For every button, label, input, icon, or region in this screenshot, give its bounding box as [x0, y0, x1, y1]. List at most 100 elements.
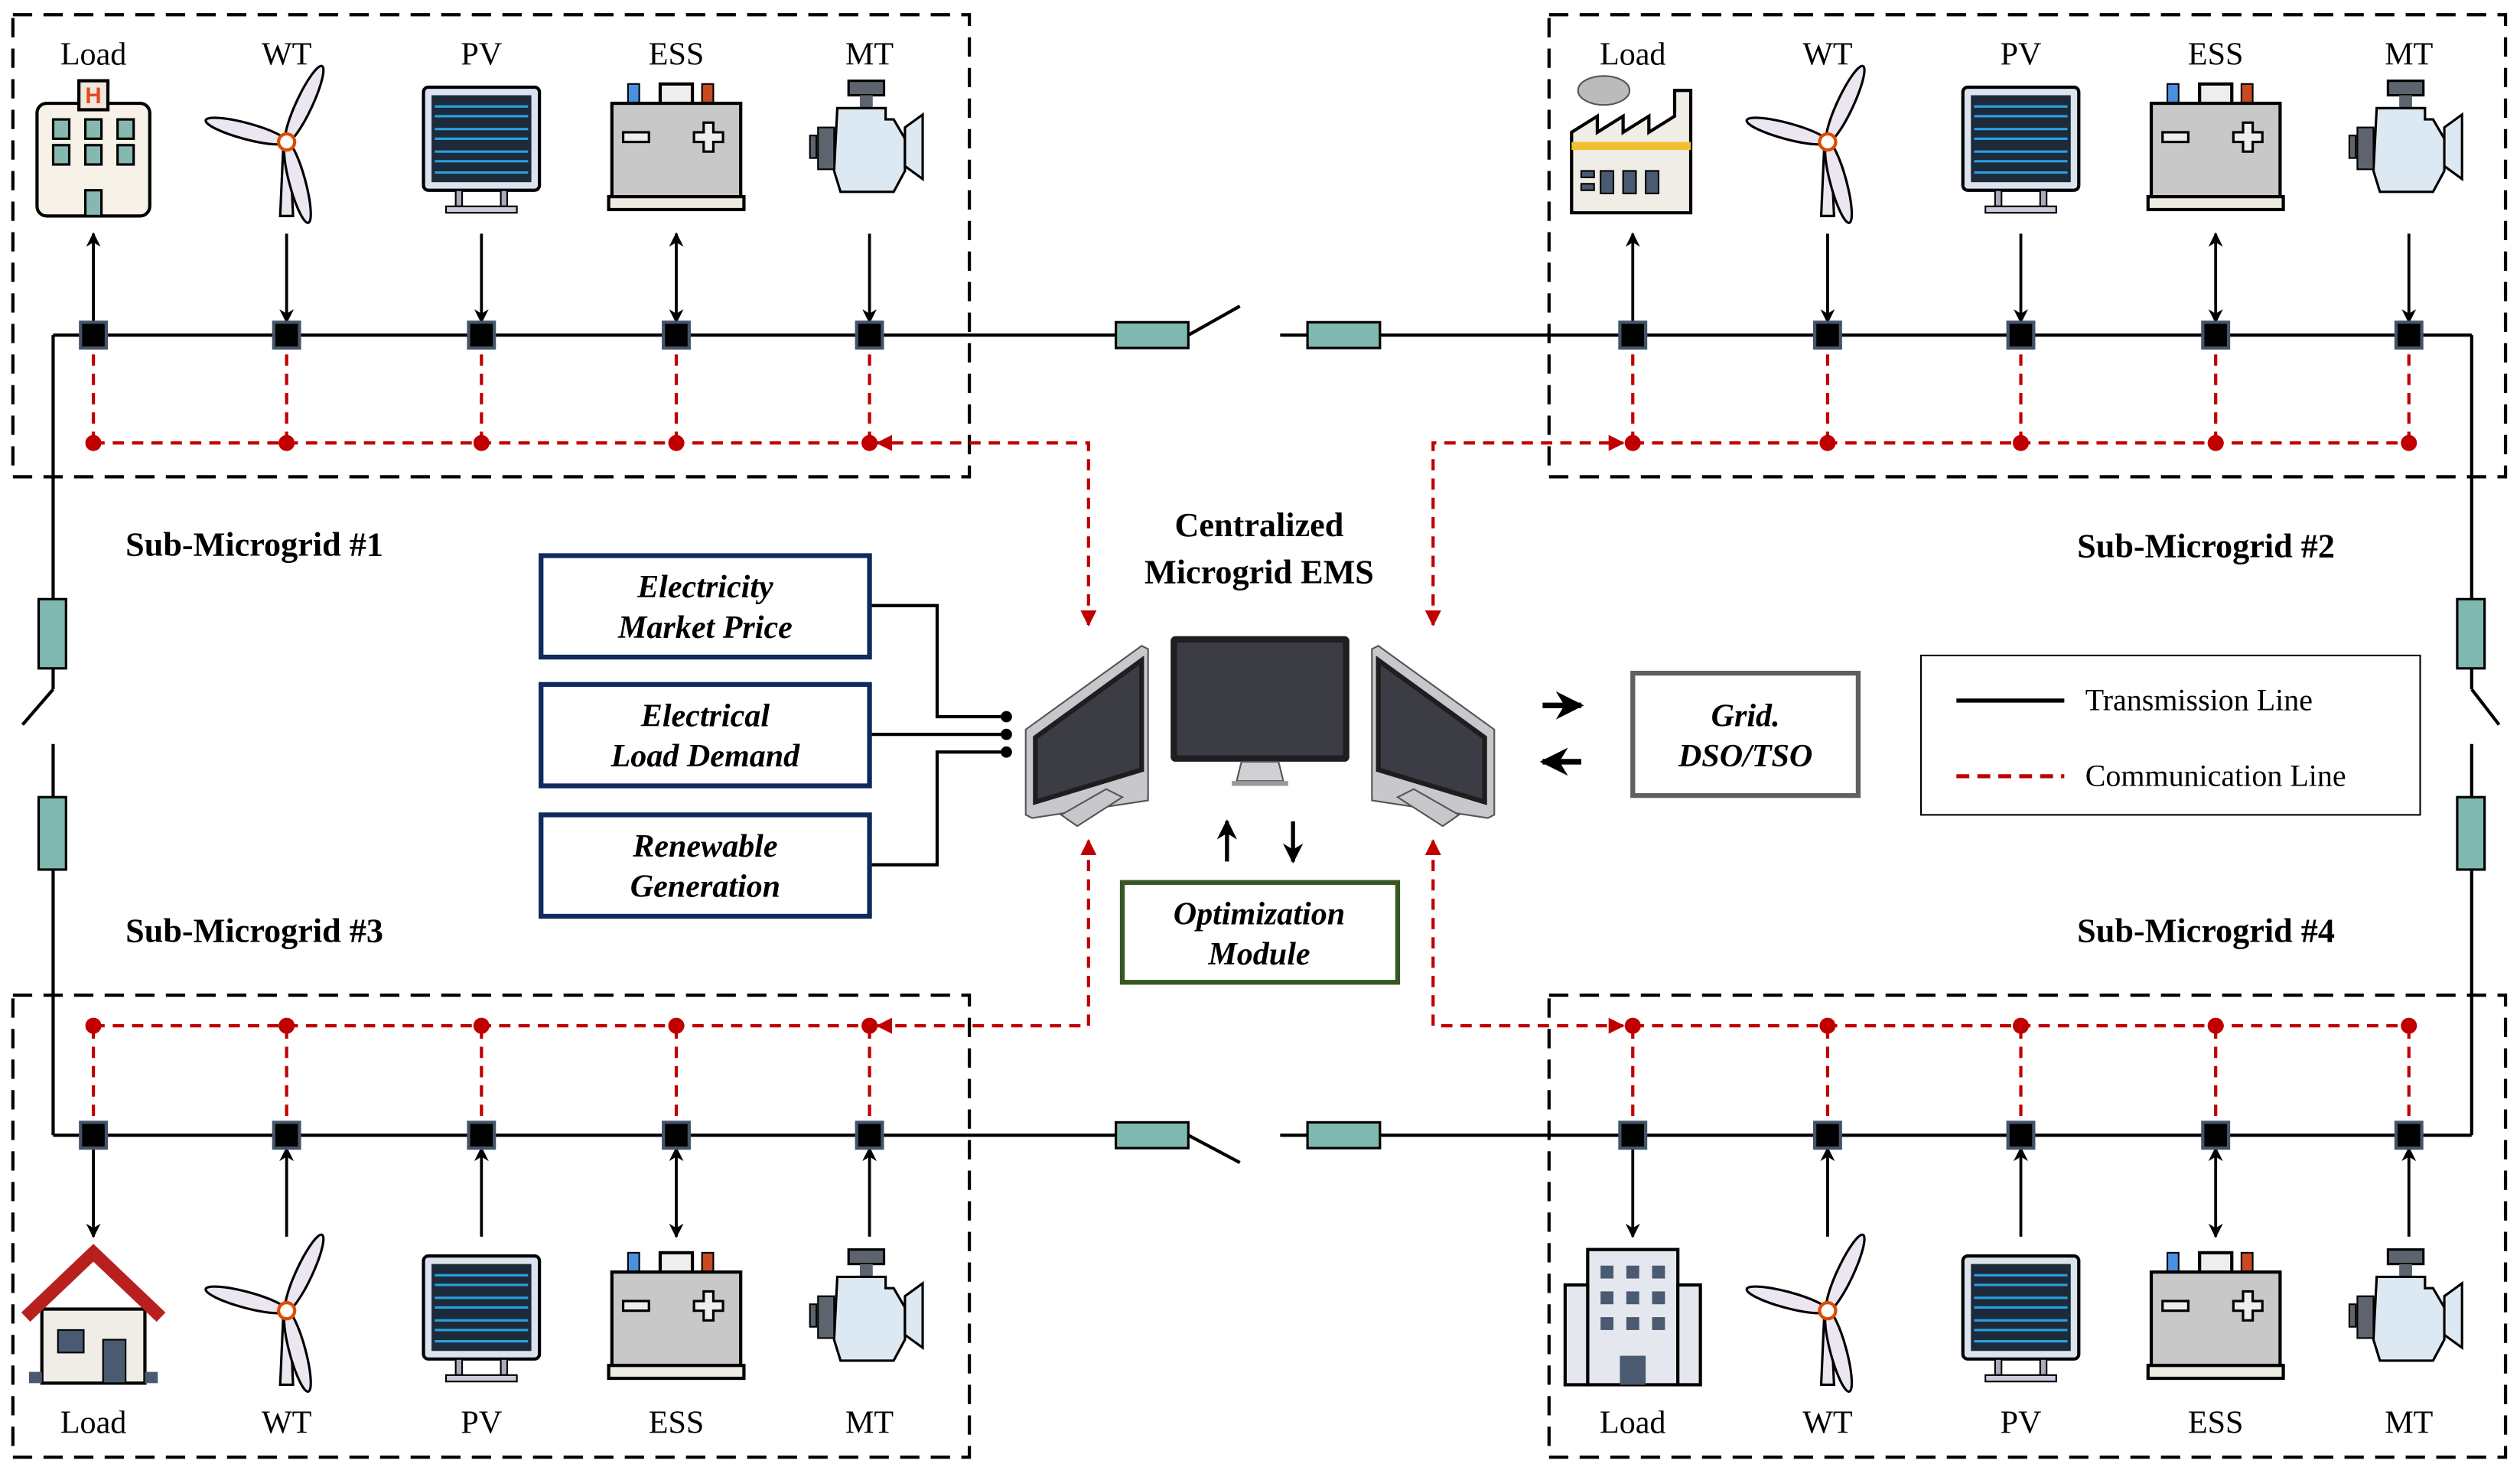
column-label-wt: WT — [1802, 1405, 1852, 1441]
optimization-label: Optimization — [1174, 896, 1345, 932]
bus-node — [1812, 1121, 1842, 1150]
bus-node — [272, 1121, 301, 1150]
office-building-icon — [1565, 1250, 1701, 1385]
grid-label: DSO/TSO — [1678, 738, 1812, 774]
communication-node — [2207, 434, 2224, 451]
communication-node — [668, 1017, 685, 1034]
column-label-load: Load — [60, 1405, 126, 1441]
breakers — [37, 320, 2486, 1150]
wind-turbine-icon — [1744, 1231, 1870, 1394]
bus-node — [1618, 320, 1648, 350]
subgrid-4-title: Sub-Microgrid #4 — [2077, 912, 2335, 950]
battery-storage-icon — [609, 1253, 744, 1378]
communication-node — [1819, 1017, 1836, 1034]
ems-title-line2: Microgrid EMS — [1144, 553, 1374, 590]
input-renewable-generation: Renewable Generation — [539, 812, 872, 919]
factory-icon — [1571, 76, 1691, 213]
monitor-right-icon — [1372, 646, 1494, 826]
bus-node — [855, 1121, 884, 1150]
sub-microgrid-boundary — [11, 994, 972, 1459]
bus-node — [662, 1121, 691, 1150]
communication-node — [278, 1017, 295, 1034]
breaker-icon — [1115, 1121, 1190, 1150]
microturbine-icon — [2348, 1248, 2463, 1362]
column-label-mt: MT — [845, 1405, 894, 1441]
input-label: Load Demand — [610, 738, 801, 774]
sub-microgrid-boundary — [1547, 13, 2508, 479]
optimization-module-box: Optimization Module — [1119, 880, 1401, 985]
sub-microgrid-boundary — [11, 13, 972, 479]
connector-dot — [1001, 711, 1012, 723]
breaker-icon — [37, 795, 67, 871]
column-label-wt: WT — [262, 1405, 311, 1441]
column-label-ess: ESS — [2188, 37, 2244, 73]
subgrid-1-title: Sub-Microgrid #1 — [125, 526, 383, 564]
column-label-mt: MT — [2385, 1405, 2433, 1441]
input-label: Generation — [630, 869, 780, 905]
input-electricity-market-price: Electricity Market Price — [539, 553, 872, 660]
communication-node — [668, 434, 685, 451]
column-label-ess: ESS — [649, 37, 705, 73]
legend-communication-label: Communication Line — [2085, 758, 2346, 792]
column-label-pv: PV — [461, 37, 502, 73]
column-label-mt: MT — [2385, 37, 2433, 73]
bus-node — [467, 1121, 497, 1150]
column-label-pv: PV — [461, 1405, 502, 1441]
input-label: Renewable — [632, 828, 777, 864]
breaker-icon — [37, 597, 67, 670]
column-label-load: Load — [1600, 1405, 1665, 1441]
subgrid-2-title: Sub-Microgrid #2 — [2077, 528, 2335, 565]
input-connectors — [869, 603, 1007, 867]
communication-node — [1819, 434, 1836, 451]
sub-microgrid-boundary — [1547, 994, 2508, 1459]
bus-node — [2006, 1121, 2036, 1150]
bus-node — [855, 320, 884, 350]
communication-node — [473, 1017, 490, 1034]
wind-turbine-icon — [203, 63, 329, 225]
breaker-icon — [2456, 795, 2486, 871]
input-label: Electrical — [640, 698, 770, 734]
breaker-icon — [1115, 320, 1190, 350]
communication-node — [278, 434, 295, 451]
input-label: Market Price — [617, 610, 793, 646]
column-label-wt: WT — [262, 37, 311, 73]
column-label-ess: ESS — [649, 1405, 705, 1441]
communication-node — [2012, 434, 2030, 451]
microturbine-icon — [2348, 80, 2463, 194]
sub-microgrid-3: Load WT PV ESS MT — [11, 994, 972, 1459]
grid-dso-tso-box: Grid. DSO/TSO — [1630, 670, 1861, 799]
battery-storage-icon — [609, 84, 744, 210]
bus-node — [79, 320, 109, 350]
bus-node — [2394, 320, 2424, 350]
connector-dot — [1001, 728, 1012, 740]
solar-panel-icon — [424, 87, 540, 213]
grid-label: Grid. — [1711, 698, 1780, 734]
breaker-icon — [1306, 320, 1382, 350]
communication-node — [2012, 1017, 2030, 1034]
wind-turbine-icon — [203, 1231, 329, 1394]
communication-node — [2401, 434, 2417, 451]
solar-panel-icon — [1963, 1256, 2079, 1381]
battery-storage-icon — [2148, 1253, 2284, 1378]
bus-node — [467, 320, 497, 350]
bus-node — [79, 1121, 109, 1150]
microturbine-icon — [809, 80, 924, 194]
column-label-load: Load — [1600, 37, 1665, 73]
communication-node — [1624, 1017, 1641, 1034]
monitor-center-icon — [1170, 635, 1350, 787]
bus-node — [662, 320, 691, 350]
bus-node — [272, 320, 301, 350]
bus-node — [2394, 1121, 2424, 1150]
input-electrical-load-demand: Electrical Load Demand — [539, 681, 872, 789]
house-icon — [26, 1253, 161, 1383]
ems-title-line1: Centralized — [1175, 506, 1344, 544]
breaker-icon — [1306, 1121, 1382, 1150]
communication-node — [861, 1017, 878, 1034]
communication-node — [2207, 1017, 2224, 1034]
wind-turbine-icon — [1744, 63, 1870, 225]
transmission-ring — [21, 304, 2501, 1164]
